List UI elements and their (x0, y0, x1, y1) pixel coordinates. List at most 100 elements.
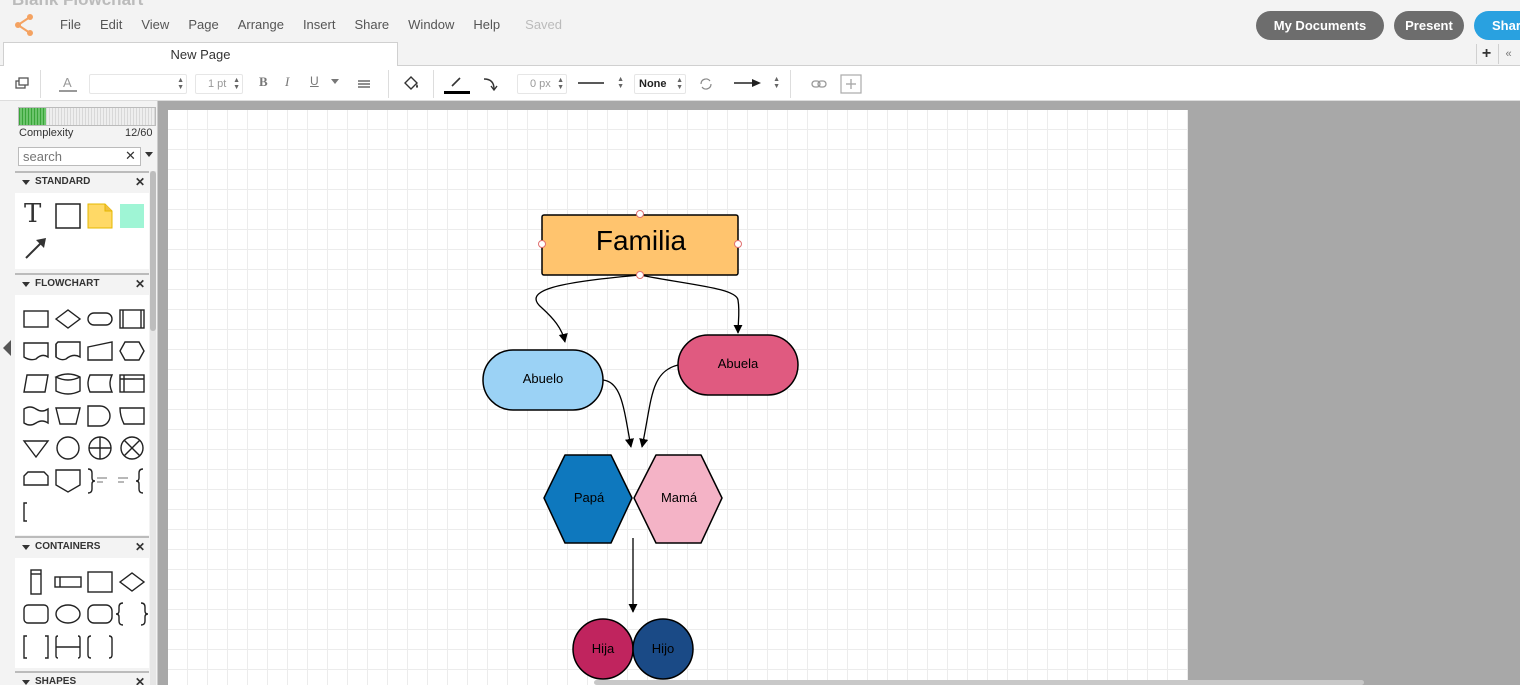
complexity-meter-fill (19, 108, 47, 125)
close-section-icon[interactable]: ✕ (134, 540, 145, 554)
shape-search-input[interactable] (18, 147, 141, 166)
section-title-flowchart: FLOWCHART (35, 278, 100, 289)
note-shape-icon[interactable] (87, 203, 113, 229)
close-section-icon[interactable]: ✕ (134, 175, 145, 189)
add-page-button[interactable]: + (1476, 44, 1496, 64)
present-button[interactable]: Present (1394, 11, 1464, 40)
ellipse-container-icon (55, 604, 81, 624)
abuelo-node[interactable]: Abuelo (482, 349, 604, 411)
font-family-select[interactable]: ▲▼ (89, 74, 187, 94)
braces-container-icon (115, 602, 149, 626)
clear-search-icon[interactable]: ✕ (125, 148, 136, 163)
selection-handle[interactable] (636, 210, 644, 218)
my-documents-button[interactable]: My Documents (1256, 11, 1384, 40)
complexity-count: 12/60 (125, 127, 153, 139)
connector-abuela-padres[interactable] (639, 364, 679, 448)
abuela-node[interactable]: Abuela (677, 334, 799, 396)
collapse-sidebar-icon[interactable] (3, 340, 11, 356)
section-header-standard[interactable]: STANDARD ✕ (15, 171, 149, 191)
line-start-select[interactable]: None ▲▼ (634, 74, 686, 94)
close-section-icon[interactable]: ✕ (134, 675, 145, 685)
menu-help[interactable]: Help (473, 17, 501, 32)
papa-node[interactable]: Papá (543, 454, 633, 544)
menu-window[interactable]: Window (408, 17, 455, 32)
manual-input-icon (87, 341, 113, 361)
underline-button[interactable]: U (310, 74, 319, 88)
connector-abuelo-padres[interactable] (602, 379, 634, 448)
selection-handle[interactable] (734, 240, 742, 248)
lucidchart-logo-icon[interactable] (14, 13, 38, 37)
rectangle-shape-icon[interactable] (55, 203, 81, 229)
section-title-standard: STANDARD (35, 176, 91, 187)
share-button[interactable]: Share (1474, 11, 1520, 40)
multi-document-icon (55, 341, 81, 361)
swap-ends-icon[interactable] (698, 74, 714, 94)
selection-handle[interactable] (538, 240, 546, 248)
abuelo-label: Abuelo (523, 371, 563, 386)
arrow-end-icon (734, 79, 761, 87)
data-shape-icon (23, 374, 49, 393)
drawing-page[interactable] (168, 110, 1188, 685)
tab-new-page[interactable]: New Page (3, 42, 398, 66)
corner-radius-input[interactable]: 0 px ▲▼ (517, 74, 567, 94)
search-options-dropdown-icon[interactable] (145, 152, 153, 157)
hija-label: Hija (592, 641, 615, 656)
brackets-container-icon (23, 635, 49, 659)
mama-node[interactable]: Mamá (633, 454, 723, 544)
collapse-section-icon (22, 680, 30, 685)
hijo-node[interactable]: Hijo (632, 618, 694, 680)
svg-text:A: A (63, 75, 72, 90)
insert-shape-icon[interactable] (840, 74, 862, 94)
line-end-select[interactable]: ▲▼ (728, 74, 782, 94)
underline-dropdown-icon[interactable] (331, 79, 339, 84)
menu-insert[interactable]: Insert (302, 17, 336, 32)
font-size-input[interactable]: 1 pt ▲▼ (195, 74, 243, 94)
canvas-horizontal-scrollbar[interactable] (594, 680, 1364, 685)
preparation-shape-icon (119, 341, 145, 361)
text-align-icon[interactable] (356, 74, 372, 94)
line-color-icon[interactable] (444, 74, 470, 94)
menu-arrange[interactable]: Arrange (237, 17, 284, 32)
colored-block-icon[interactable] (119, 203, 145, 229)
fill-color-icon[interactable] (401, 74, 421, 94)
corner-radius-value: 0 px (530, 78, 551, 90)
horizontal-pool-icon (54, 576, 82, 588)
connector-familia-abuelo[interactable] (535, 274, 641, 343)
collapse-section-icon (22, 282, 30, 287)
menu-view[interactable]: View (141, 17, 170, 32)
line-style-select[interactable]: ▲▼ (574, 74, 626, 94)
toolbar-divider (40, 70, 41, 98)
spinner-arrows-icon: ▲▼ (233, 77, 240, 91)
section-header-flowchart[interactable]: FLOWCHART ✕ (15, 273, 149, 293)
close-section-icon[interactable]: ✕ (134, 277, 145, 291)
section-header-containers[interactable]: CONTAINERS ✕ (15, 536, 149, 556)
section-header-shapes[interactable]: SHAPES ✕ (15, 671, 149, 685)
menu-file[interactable]: File (60, 17, 81, 32)
toolbar-divider (790, 70, 791, 98)
complexity-meter (18, 107, 156, 126)
connector-style-icon[interactable] (482, 74, 500, 94)
selection-handle[interactable] (636, 271, 644, 279)
document-title[interactable]: Blank Flowchart (12, 0, 143, 10)
hija-node[interactable]: Hija (572, 618, 634, 680)
line-arrow-icon[interactable] (23, 235, 49, 261)
curly-container-icon (87, 635, 113, 659)
menu-page[interactable]: Page (188, 17, 219, 32)
sidebar-scrollbar[interactable] (150, 171, 156, 331)
connector-familia-abuela[interactable] (639, 274, 743, 334)
collapse-panel-button[interactable]: « (1498, 44, 1518, 64)
menu-share[interactable]: Share (354, 17, 390, 32)
familia-node[interactable]: Familia (538, 210, 742, 279)
menu-edit[interactable]: Edit (99, 17, 123, 32)
manual-operation-icon (55, 407, 81, 425)
delay-shape-icon (87, 405, 111, 427)
link-icon[interactable] (810, 74, 828, 94)
text-color-icon[interactable]: A (58, 74, 78, 94)
bold-button[interactable]: B (259, 74, 268, 89)
bracket-annotation-icon (23, 502, 27, 522)
format-panel-icon[interactable] (14, 74, 30, 94)
italic-button[interactable]: I (285, 74, 290, 89)
text-shape-icon[interactable]: T (24, 199, 42, 229)
split-container-icon (55, 635, 81, 659)
